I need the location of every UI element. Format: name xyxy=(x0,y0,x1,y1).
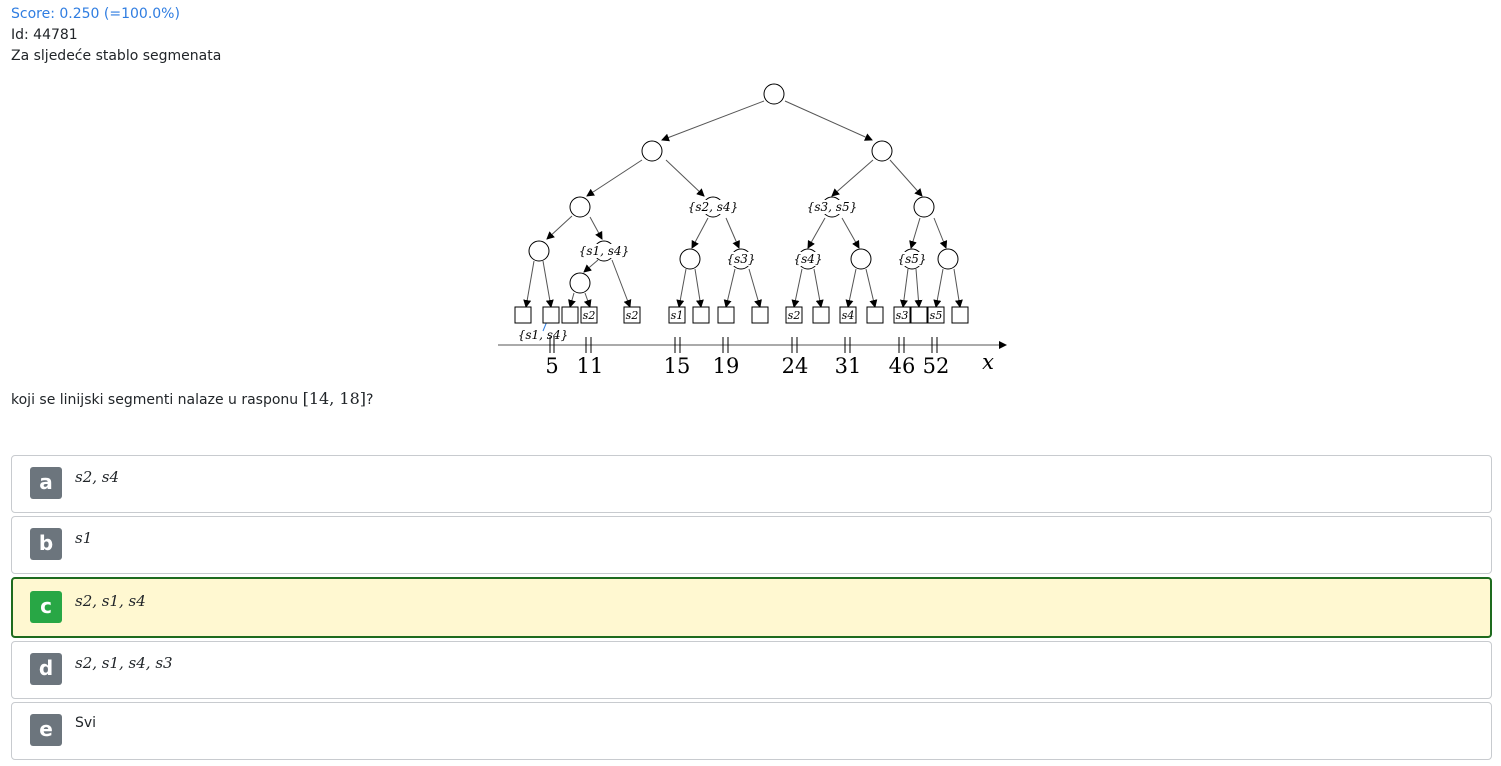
question-intro: Za sljedeće stablo segmenata xyxy=(11,48,222,64)
leaf-label: s5 xyxy=(930,309,943,322)
node-label: {s2, s4} xyxy=(688,200,738,214)
leaf-box xyxy=(717,306,735,324)
leaf-box xyxy=(785,306,803,324)
option-letter-badge: a xyxy=(30,467,62,499)
axis-tick-label: 5 xyxy=(545,354,558,378)
tree-node xyxy=(763,83,785,105)
axis-tick-label: 19 xyxy=(713,354,740,378)
node-label: {s3} xyxy=(726,252,755,266)
question-text: koji se linijski segmenti nalaze u raspo… xyxy=(11,387,373,412)
leaf-box xyxy=(866,306,884,324)
leaf-box xyxy=(893,306,911,324)
leaf-box xyxy=(561,306,579,324)
leaf-box xyxy=(951,306,969,324)
answer-option-c[interactable]: c s2, s1, s4 xyxy=(11,577,1492,638)
tree-node xyxy=(528,240,550,262)
tree-node xyxy=(679,248,701,270)
tree-node xyxy=(641,140,663,162)
option-letter-badge: d xyxy=(30,653,62,685)
option-text: s2, s4 xyxy=(75,468,120,486)
leaf-label: s2 xyxy=(788,309,801,322)
segment-tree-figure: {s2, s4} {s3, s5} {s1, s4} {s3} {s4} {s5… xyxy=(490,76,1020,382)
leaf-label: s3 xyxy=(896,309,909,322)
node-label: {s5} xyxy=(897,252,926,266)
option-text: s2, s1, s4 xyxy=(75,592,146,610)
axis-tick-label: 46 xyxy=(889,354,916,378)
option-text: s1 xyxy=(75,529,93,547)
node-label: {s3, s5} xyxy=(807,200,857,214)
node-label: {s1, s4} xyxy=(579,244,629,258)
leaf-box xyxy=(839,306,857,324)
leaf-label: s2 xyxy=(583,309,596,322)
tree-node xyxy=(937,248,959,270)
leaf-extra-label: {s1, s4} xyxy=(518,328,568,342)
tree-node xyxy=(569,196,591,218)
leaf-box xyxy=(692,306,710,324)
axis-tick-label: 15 xyxy=(664,354,691,378)
tree-node xyxy=(850,248,872,270)
option-letter-badge: b xyxy=(30,528,62,560)
leaf-box xyxy=(580,306,598,324)
node-label: {s4} xyxy=(793,252,822,266)
tree-leaves xyxy=(514,306,969,324)
axis-tick-label: 11 xyxy=(577,354,604,378)
axis-label: x xyxy=(982,350,994,374)
answer-option-d[interactable]: d s2, s1, s4, s3 xyxy=(11,641,1492,699)
leaf-box xyxy=(751,306,769,324)
question-prefix: koji se linijski segmenti nalaze u raspo… xyxy=(11,392,303,408)
leaf-box xyxy=(910,306,928,324)
leaf-label: s2 xyxy=(626,309,639,322)
option-letter-badge: c xyxy=(30,591,62,623)
tree-node xyxy=(913,196,935,218)
question-range: [14, 18] xyxy=(302,389,366,408)
leaf-box xyxy=(668,306,686,324)
option-text: s2, s1, s4, s3 xyxy=(75,654,173,672)
leaf-label: s1 xyxy=(671,309,684,322)
option-text: Svi xyxy=(75,715,97,731)
tree-node xyxy=(871,140,893,162)
tree-node xyxy=(569,272,591,294)
leaf-box xyxy=(623,306,641,324)
leaf-box xyxy=(514,306,532,324)
question-id: Id: 44781 xyxy=(11,27,78,43)
tree-nodes xyxy=(528,83,959,294)
answer-option-e[interactable]: e Svi xyxy=(11,702,1492,760)
leaf-box xyxy=(812,306,830,324)
question-suffix: ? xyxy=(366,392,374,408)
answer-option-a[interactable]: a s2, s4 xyxy=(11,455,1492,513)
leaf-box xyxy=(927,306,945,324)
axis-tick-label: 31 xyxy=(835,354,862,378)
score-text: Score: 0.250 (=100.0%) xyxy=(11,6,180,22)
leaf-box xyxy=(542,306,560,324)
segment-tree-diagram: {s2, s4} {s3, s5} {s1, s4} {s3} {s4} {s5… xyxy=(498,83,1007,378)
answer-option-b[interactable]: b s1 xyxy=(11,516,1492,574)
option-letter-badge: e xyxy=(30,714,62,746)
leaf-label: s4 xyxy=(842,309,855,322)
axis-tick-label: 52 xyxy=(923,354,950,378)
axis-tick-label: 24 xyxy=(782,354,809,378)
